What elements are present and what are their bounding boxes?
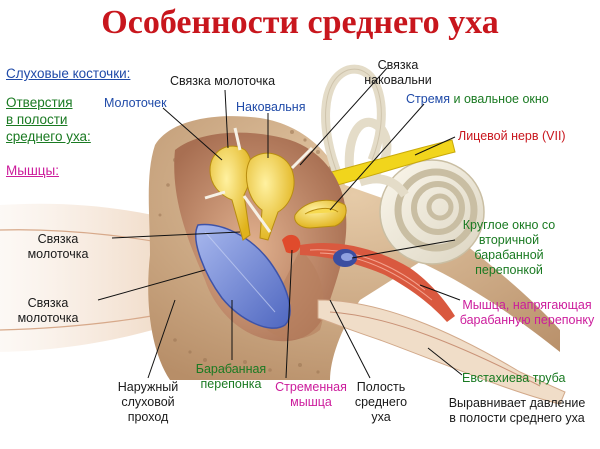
legend-openings-line3: среднего уха: (6, 129, 91, 144)
label-malleus-ligament-left1: Связка молоточка (27, 232, 89, 261)
legend-muscles: Мышцы: (6, 163, 59, 178)
label-tensor-tympani: Мышца, напрягающая барабанную перепонку (459, 298, 595, 327)
leader-lines (97, 67, 463, 379)
tensor-tympani-muscle (300, 242, 455, 322)
label-malleus: Молоточек (104, 96, 167, 110)
label-eardrum: Барабанная перепонка (195, 362, 267, 391)
cochlea (379, 159, 485, 265)
round-window (333, 249, 357, 267)
ossicles (204, 127, 347, 241)
label-eustachian-tube: Евстахиева труба (462, 371, 566, 385)
stapedius-muscle (282, 234, 301, 254)
label-oval-window: и овальное окно (450, 92, 549, 106)
label-malleus-ligament-top: Связка молоточка (170, 74, 276, 88)
label-round-window: Круглое окно со вторичной барабанной пер… (462, 218, 556, 277)
legend-ossicles: Слуховые косточки: (6, 66, 131, 81)
label-cavity: Полость среднего уха (354, 380, 408, 424)
label-stapedius: Стременная мышца (275, 380, 347, 409)
page-title: Особенности среднего уха (101, 4, 499, 41)
legend-openings-line1: Отверстия (6, 95, 73, 110)
label-pressure: Выравнивает давление в полости среднего … (448, 396, 586, 425)
eustachian-tube (317, 299, 566, 405)
label-malleus-ligament-left2: Связка молоточка (17, 296, 79, 325)
label-stapes: Стремя (406, 92, 451, 106)
label-incus-ligament: Связка наковальни (364, 58, 432, 87)
label-external-canal: Наружный слуховой проход (117, 380, 179, 424)
label-incus: Наковальня (236, 100, 306, 114)
tympanic-membrane (195, 223, 291, 329)
label-facial-nerve: Лицевой нерв (VII) (458, 129, 566, 143)
label-stapes-oval-window: Стремя и овальное окно (406, 92, 549, 107)
legend-openings-line2: в полости (6, 112, 68, 127)
